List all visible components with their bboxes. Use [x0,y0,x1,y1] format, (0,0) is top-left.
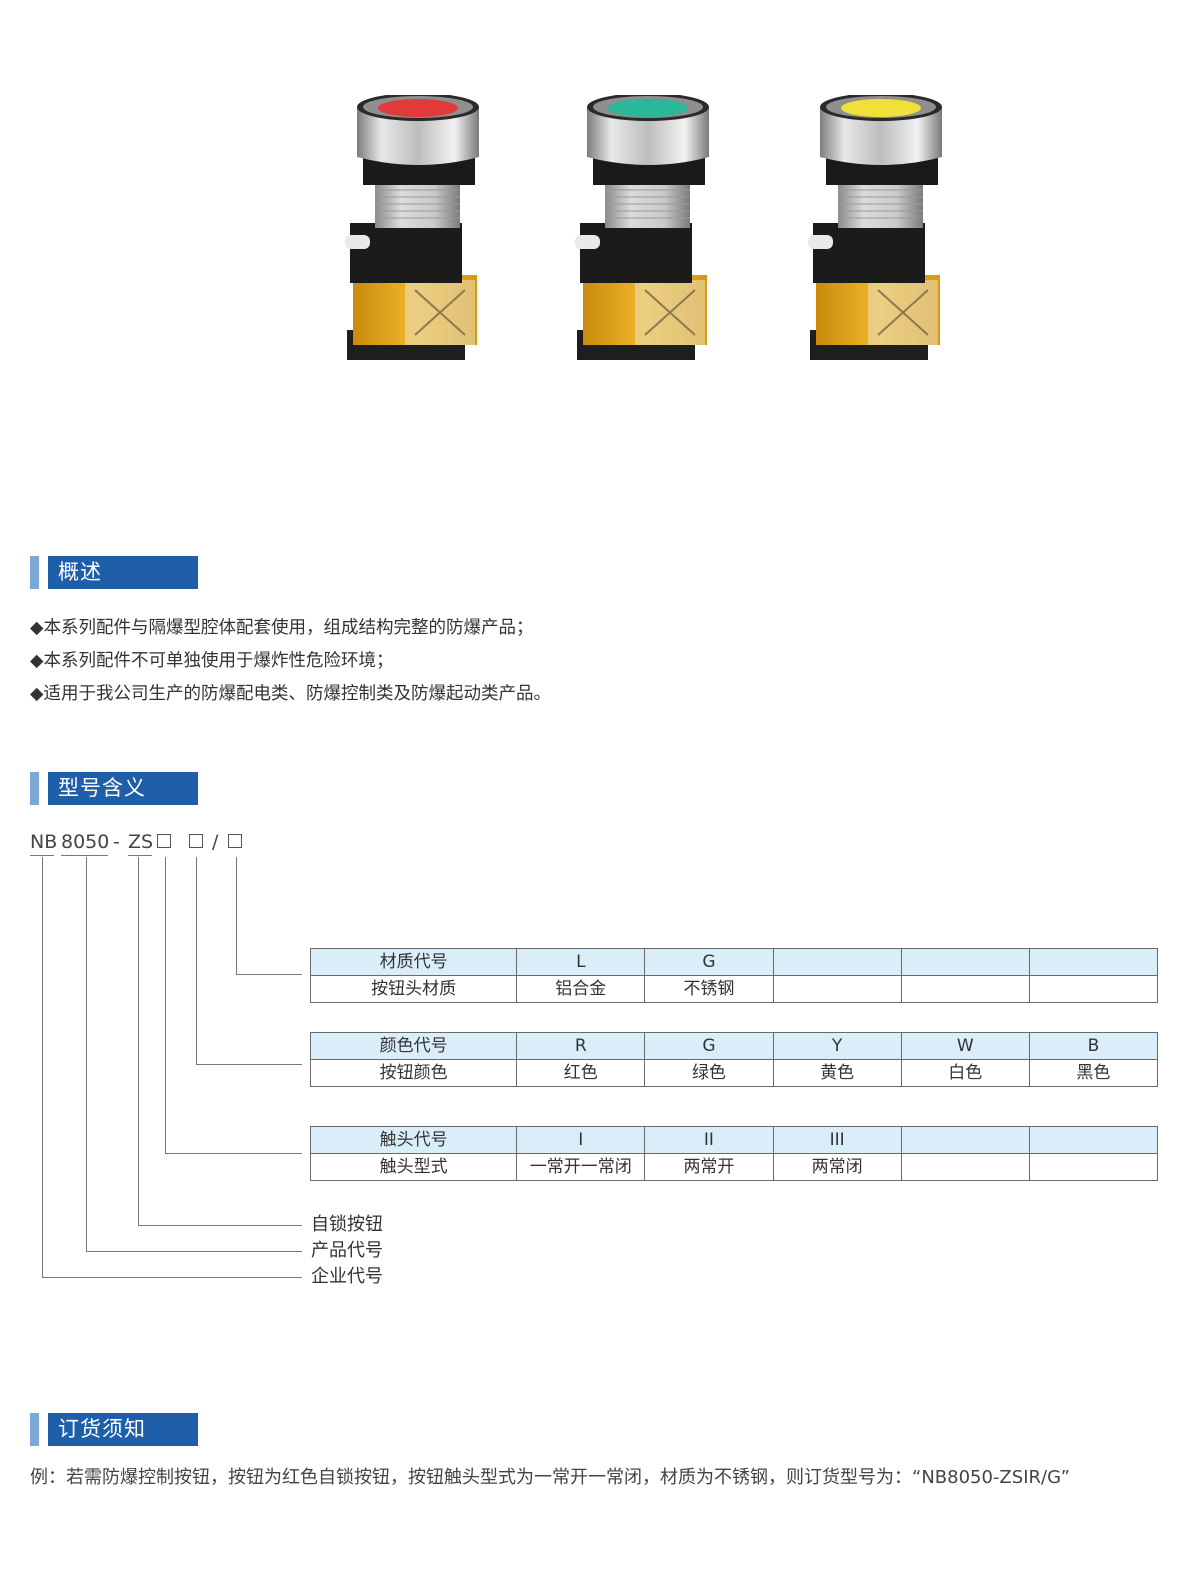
table-cell: 按钮颜色 [309,1059,518,1087]
model-code-slash: / [212,831,219,853]
table-cell [900,975,1030,1003]
legend-enterprise-code: 企业代号 [311,1266,383,1287]
table-cell: B [1028,1032,1159,1060]
connector-material-h [236,974,302,975]
underline-enterprise [30,855,54,856]
contact-table: 触头代号 I II III 触头型式 一常开一常闭 两常开 两常闭 [309,1126,1159,1181]
table-cell: W [900,1032,1030,1060]
table-cell: III [772,1126,902,1154]
color-table: 颜色代号 R G Y W B 按钮颜色 红色 绿色 黄色 白色 黑色 [309,1032,1159,1087]
table-cell [900,1126,1030,1154]
table-cell: G [644,1032,774,1060]
placeholder-box-contact [157,834,171,848]
placeholder-box-material [228,834,242,848]
table-cell [900,1153,1030,1181]
product-image-red-button [345,95,479,360]
overview-item: ◆本系列配件不可单独使用于爆炸性危险环境； [30,651,394,671]
overview-item: ◆适用于我公司生产的防爆配电类、防爆控制类及防爆起动类产品。 [30,684,551,704]
table-cell: 两常开 [644,1153,774,1181]
legend-product-code: 产品代号 [311,1240,383,1261]
overview-item: ◆本系列配件与隔爆型腔体配套使用，组成结构完整的防爆产品； [30,618,534,638]
overview-list: ◆本系列配件与隔爆型腔体配套使用，组成结构完整的防爆产品； ◆本系列配件不可单独… [30,612,551,711]
connector-product-h [86,1251,302,1252]
table-cell: 红色 [516,1059,646,1087]
section-title: 订货须知 [48,1413,198,1446]
table-cell: G [644,948,774,976]
section-title: 概述 [48,556,198,589]
table-cell [1028,975,1159,1003]
table-cell: L [516,948,646,976]
model-code-product: 8050 [61,831,110,853]
model-code-series: ZS [128,831,154,853]
table-cell [1028,1153,1159,1181]
table-cell: 材质代号 [309,948,518,976]
connector-contact [165,857,166,1153]
product-image-yellow-button [808,95,942,360]
table-cell: Y [772,1032,902,1060]
table-cell: 触头代号 [309,1126,518,1154]
table-cell: II [644,1126,774,1154]
table-cell: 黑色 [1028,1059,1159,1087]
underline-series [128,855,152,856]
connector-enterprise [42,857,43,1277]
underline-product [61,855,108,856]
ordering-example: 例：若需防爆控制按钮，按钮为红色自锁按钮，按钮触头型式为一常开一常闭，材质为不锈… [30,1467,1070,1488]
table-cell: 一常开一常闭 [516,1153,646,1181]
table-cell [772,948,902,976]
table-cell: 按钮头材质 [309,975,518,1003]
table-cell [772,975,902,1003]
connector-series [138,857,139,1225]
connector-product [86,857,87,1251]
connector-series-h [138,1225,302,1226]
section-title: 型号含义 [48,772,198,805]
table-cell: I [516,1126,646,1154]
connector-color-h [196,1064,302,1065]
material-table: 材质代号 L G 按钮头材质 铝合金 不锈钢 [309,948,1159,1003]
product-image-green-button [575,95,709,360]
section-header-model-meaning: 型号含义 [30,772,198,805]
table-cell: 颜色代号 [309,1032,518,1060]
connector-material [236,857,237,974]
table-cell: R [516,1032,646,1060]
table-cell: 白色 [900,1059,1030,1087]
table-cell [1028,948,1159,976]
connector-enterprise-h [42,1277,302,1278]
connector-contact-h [165,1153,302,1154]
connector-color [196,857,197,1064]
table-cell [1028,1126,1159,1154]
table-cell: 两常闭 [772,1153,902,1181]
legend-self-locking: 自锁按钮 [311,1214,383,1235]
placeholder-box-color [189,834,203,848]
section-header-overview: 概述 [30,556,198,589]
section-header-ordering: 订货须知 [30,1413,198,1446]
table-cell: 不锈钢 [644,975,774,1003]
table-cell: 绿色 [644,1059,774,1087]
model-code-enterprise: NB [30,831,58,853]
table-cell: 黄色 [772,1059,902,1087]
table-cell: 铝合金 [516,975,646,1003]
table-cell [900,948,1030,976]
model-code-dash: - [113,831,120,853]
table-cell: 触头型式 [309,1153,518,1181]
